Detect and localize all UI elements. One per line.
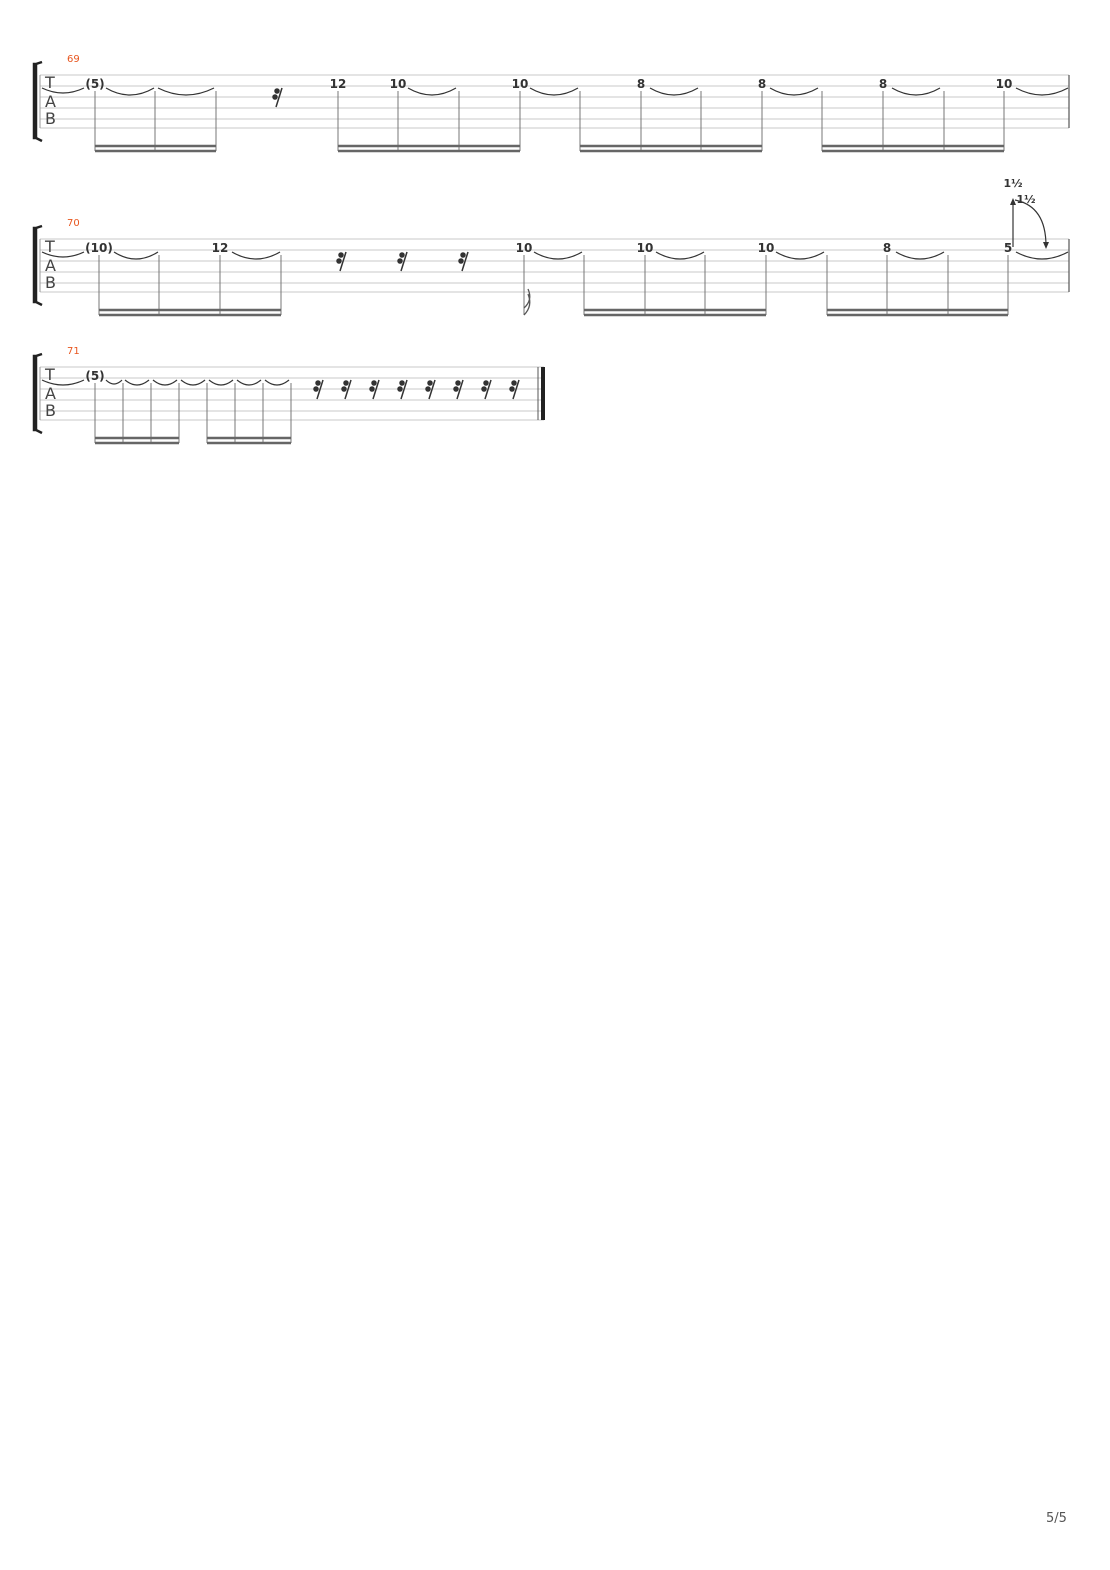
bend-arrow [1012,199,1047,247]
system-3: T A B 71 (5) [32,346,545,445]
bend-arrowhead [1010,198,1016,205]
fret-number: 10 [390,77,407,91]
system-2: T A B 70 (10) 12 10 10 10 8 5 [32,177,1070,317]
tie [105,379,123,385]
fret-number: 5 [1004,241,1012,255]
fret-number: 8 [758,77,766,91]
sixteenth-rest [481,379,492,400]
fret-number: (5) [85,77,104,91]
tie [231,251,281,260]
fret-number: 10 [516,241,533,255]
system-1: T A B 69 (5) 12 10 10 8 8 8 10 [32,54,1070,153]
tie [1015,251,1069,260]
tab-staff [40,238,1069,293]
tie [124,379,150,386]
measure-number: 71 [67,346,80,357]
note-flag [523,288,531,316]
tie [105,87,155,96]
tie [41,87,85,94]
page-number: 5/5 [1046,1511,1067,1526]
measure-number: 70 [67,218,80,229]
tie [769,87,819,96]
sixteenth-rest [458,251,469,272]
tie [529,87,579,96]
tie [655,251,705,260]
tie [236,379,262,386]
tie [157,87,215,96]
final-barline-thick [541,367,545,420]
sixteenth-rest [341,379,352,400]
fret-number: 12 [330,77,347,91]
sixteenth-rest [397,251,408,272]
tie [649,87,699,96]
tab-clef-t: T [44,73,55,92]
fret-number: 8 [883,241,891,255]
tie [264,379,290,386]
fret-number: 10 [637,241,654,255]
sixteenth-rest [272,87,283,108]
tab-clef-t: T [44,365,55,384]
bend-amount: 1½ [1016,193,1035,206]
sixteenth-rest [313,379,324,400]
measure-number: 69 [67,54,80,65]
sixteenth-rest [369,379,380,400]
tie [41,379,85,386]
tie [41,251,85,258]
system-bracket [32,60,43,143]
tie [533,251,583,260]
tab-staff [40,74,1069,129]
fret-number: (5) [85,369,104,383]
tab-staff [40,366,544,421]
tab-clef-t: T [44,237,55,256]
tie [152,379,178,386]
tab-clef-b: B [45,401,56,420]
tie [208,379,234,386]
fret-number: 10 [758,241,775,255]
tab-clef-b: B [45,109,56,128]
tie [895,251,945,260]
tab-clef-a: A [45,256,56,275]
tie [180,379,206,386]
tab-clef-b: B [45,273,56,292]
tie [113,251,159,260]
tie [407,87,457,96]
fret-number: (10) [85,241,113,255]
tie [775,251,825,260]
tie [1015,87,1069,96]
fret-number: 12 [212,241,229,255]
tab-clef-a: A [45,92,56,111]
fret-number: 8 [879,77,887,91]
tab-clef-a: A [45,384,56,403]
bend-amount: 1½ [1003,177,1022,190]
release-arrowhead [1043,242,1049,249]
sixteenth-rest [453,379,464,400]
system-bracket [32,224,43,307]
system-bracket [32,352,43,435]
fret-number: 8 [637,77,645,91]
fret-number: 10 [996,77,1013,91]
tie [891,87,941,96]
sixteenth-rest [509,379,520,400]
sixteenth-rest [425,379,436,400]
sixteenth-rest [336,251,347,272]
sixteenth-rest [397,379,408,400]
fret-number: 10 [512,77,529,91]
